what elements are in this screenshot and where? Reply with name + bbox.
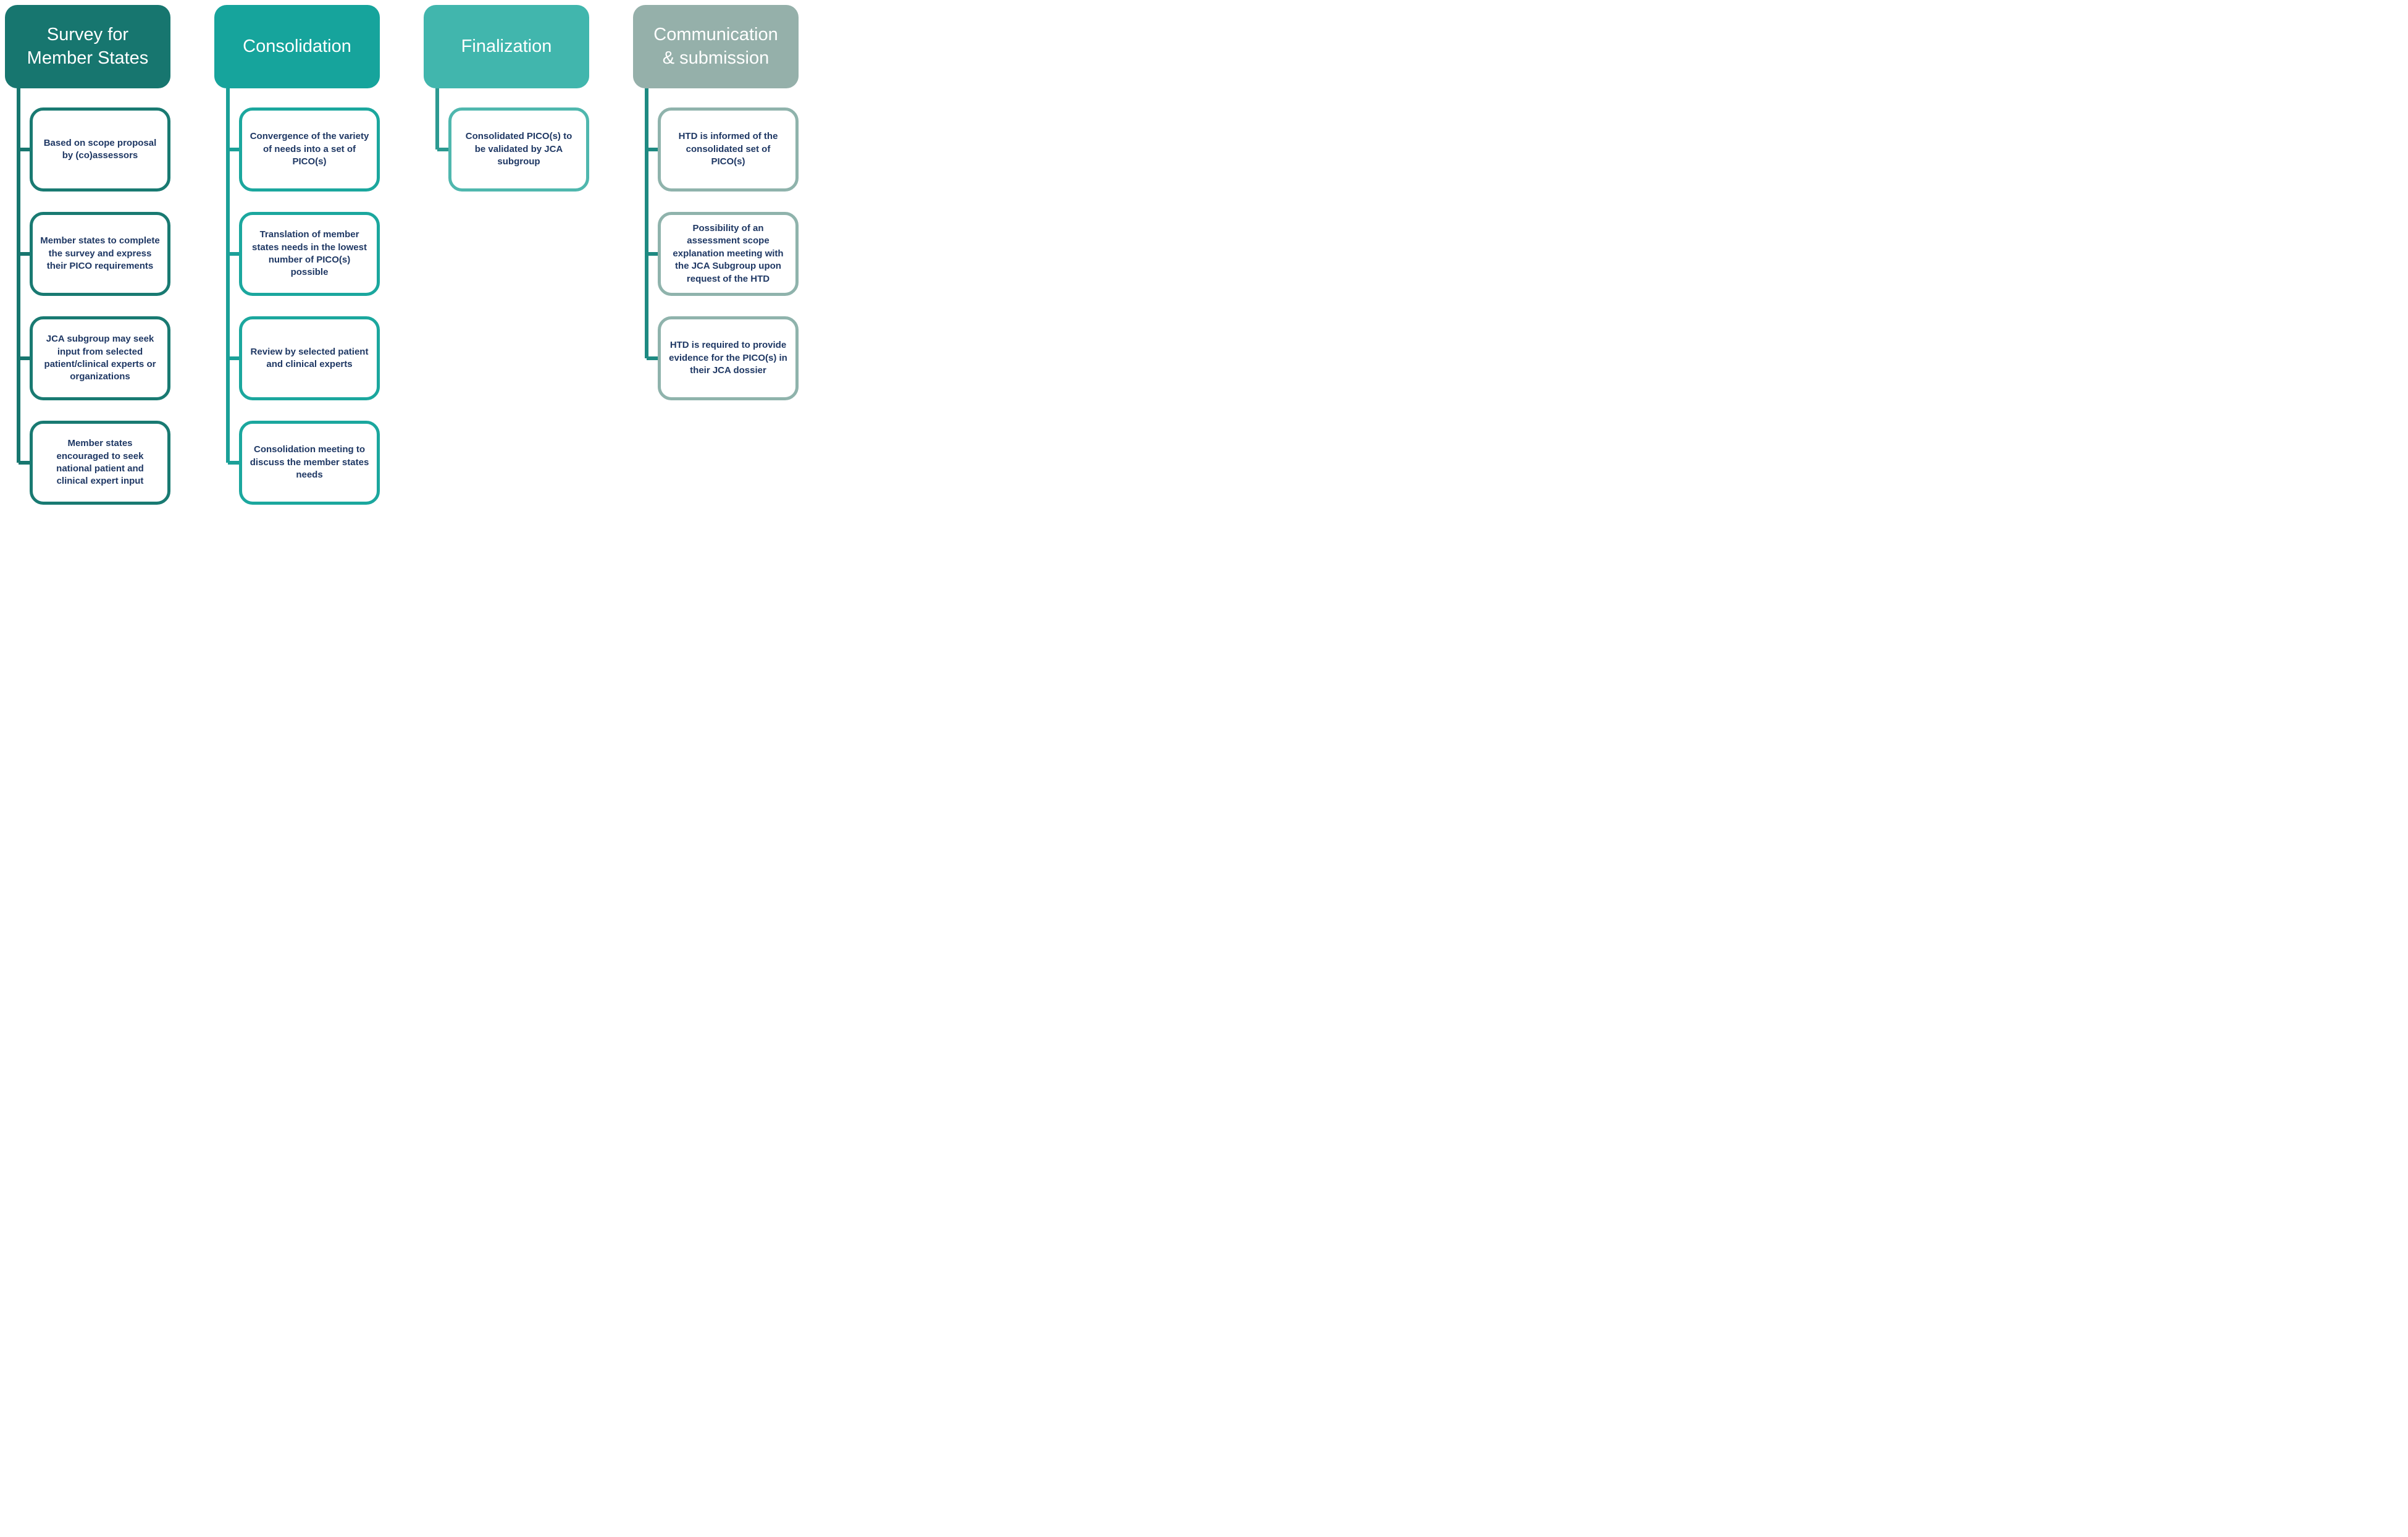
- process-step: HTD is required to provide evidence for …: [647, 316, 799, 400]
- stage-header-label: Finalization: [461, 36, 552, 56]
- stage-steps: Convergence of the variety of needs into…: [214, 88, 380, 505]
- stage-header-label: Consolidation: [243, 36, 351, 56]
- process-step: Member states encouraged to seek nationa…: [19, 421, 170, 505]
- stage-column-finalization: Finalization Consolidated PICO(s) to be …: [424, 5, 589, 192]
- process-step-box: Consolidation meeting to discuss the mem…: [239, 421, 380, 505]
- process-step-label: HTD is informed of the consolidated set …: [678, 131, 778, 167]
- connector-trunk-line: [17, 88, 20, 463]
- process-step-label: Review by selected patient and clinical …: [250, 346, 369, 369]
- stage-header-communication-and-submission: Communication & submission: [633, 5, 799, 88]
- connector-stub-line: [228, 356, 239, 360]
- process-step-label: Member states to complete the survey and…: [40, 235, 160, 272]
- process-step-label: Possibility of an assessment scope expla…: [673, 223, 784, 284]
- stage-header-consolidation: Consolidation: [214, 5, 380, 88]
- stage-column-communication-and-submission: Communication & submission HTD is inform…: [633, 5, 799, 400]
- process-step-box: Member states encouraged to seek nationa…: [30, 421, 170, 505]
- connector-stub-line: [647, 148, 658, 151]
- process-step: Convergence of the variety of needs into…: [228, 107, 380, 192]
- process-step-label: HTD is required to provide evidence for …: [669, 340, 787, 376]
- stage-header-label: Survey for Member States: [27, 25, 149, 68]
- process-step: Based on scope proposal by (co)assessors: [19, 107, 170, 192]
- process-step-label: JCA subgroup may seek input from selecte…: [44, 334, 156, 382]
- stage-steps: Based on scope proposal by (co)assessors…: [5, 88, 170, 505]
- connector-trunk-line: [226, 88, 230, 463]
- process-step-box: HTD is required to provide evidence for …: [658, 316, 799, 400]
- process-step: Possibility of an assessment scope expla…: [647, 212, 799, 296]
- connector-stub-line: [19, 356, 30, 360]
- stage-column-survey-for-member-states: Survey for Member States Based on scope …: [5, 5, 170, 505]
- connector-stub-line: [19, 252, 30, 256]
- process-step-box: HTD is informed of the consolidated set …: [658, 107, 799, 192]
- process-step: Consolidation meeting to discuss the mem…: [228, 421, 380, 505]
- stage-header-finalization: Finalization: [424, 5, 589, 88]
- process-step-label: Translation of member states needs in th…: [252, 229, 367, 278]
- pico-process-diagram: Survey for Member States Based on scope …: [0, 0, 803, 513]
- connector-stub-line: [647, 356, 658, 360]
- connector-stub-line: [228, 148, 239, 151]
- process-step: Member states to complete the survey and…: [19, 212, 170, 296]
- stage-header-survey-for-member-states: Survey for Member States: [5, 5, 170, 88]
- process-step: Consolidated PICO(s) to be validated by …: [437, 107, 589, 192]
- process-step-box: Translation of member states needs in th…: [239, 212, 380, 296]
- connector-trunk-line: [435, 88, 439, 149]
- connector-stub-line: [228, 461, 239, 465]
- process-step-box: Member states to complete the survey and…: [30, 212, 170, 296]
- connector-stub-line: [19, 461, 30, 465]
- process-step-box: Review by selected patient and clinical …: [239, 316, 380, 400]
- connector-stub-line: [19, 148, 30, 151]
- stage-header-label: Communication & submission: [653, 25, 778, 68]
- process-step-label: Convergence of the variety of needs into…: [250, 131, 369, 167]
- connector-stub-line: [647, 252, 658, 256]
- process-step: JCA subgroup may seek input from selecte…: [19, 316, 170, 400]
- connector-stub-line: [228, 252, 239, 256]
- process-step-box: Convergence of the variety of needs into…: [239, 107, 380, 192]
- process-step-label: Consolidation meeting to discuss the mem…: [250, 444, 369, 481]
- stage-column-consolidation: Consolidation Convergence of the variety…: [214, 5, 380, 505]
- process-step-box: Possibility of an assessment scope expla…: [658, 212, 799, 296]
- stage-steps: Consolidated PICO(s) to be validated by …: [424, 88, 589, 192]
- process-step-box: JCA subgroup may seek input from selecte…: [30, 316, 170, 400]
- process-step: HTD is informed of the consolidated set …: [647, 107, 799, 192]
- process-step-label: Based on scope proposal by (co)assessors: [43, 137, 157, 161]
- stage-steps: HTD is informed of the consolidated set …: [633, 88, 799, 400]
- process-step-box: Based on scope proposal by (co)assessors: [30, 107, 170, 192]
- process-step-box: Consolidated PICO(s) to be validated by …: [448, 107, 589, 192]
- connector-stub-line: [437, 148, 448, 151]
- connector-trunk-line: [645, 88, 648, 358]
- process-step: Translation of member states needs in th…: [228, 212, 380, 296]
- process-step-label: Member states encouraged to seek nationa…: [56, 438, 144, 487]
- process-step: Review by selected patient and clinical …: [228, 316, 380, 400]
- process-step-label: Consolidated PICO(s) to be validated by …: [465, 131, 573, 167]
